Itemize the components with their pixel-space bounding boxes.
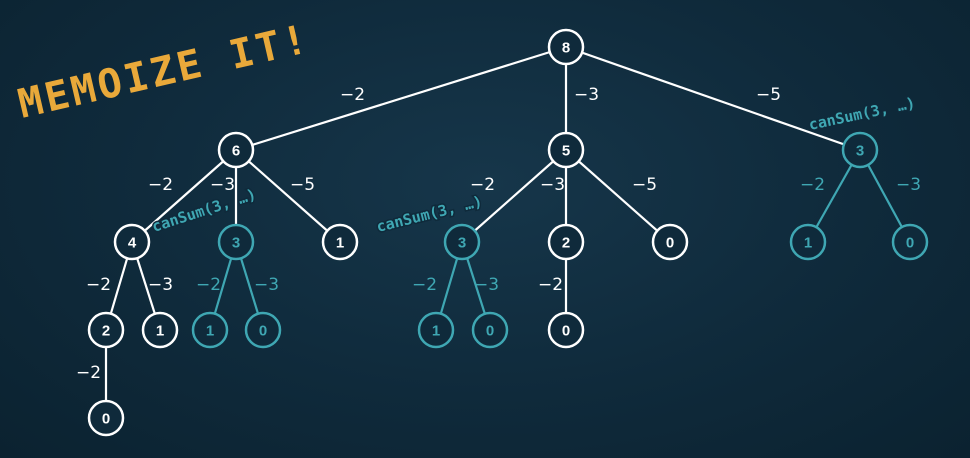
node-value: 1: [336, 235, 344, 252]
edge-label: −3: [540, 175, 565, 195]
edge-label: −2: [76, 363, 101, 383]
node-value: 1: [156, 323, 164, 340]
tree-edge: [461, 149, 567, 243]
tree-node: 4: [113, 223, 151, 261]
node-circle: [244, 311, 282, 349]
node-value: 8: [562, 40, 570, 57]
node-circle: [321, 223, 359, 261]
edge-label: −2: [196, 275, 221, 295]
edge-label: −3: [254, 275, 279, 295]
tree-node: 5: [547, 131, 585, 169]
edge-label: −2: [412, 275, 437, 295]
tree-edge: [235, 149, 341, 243]
tree-node: 0: [547, 311, 585, 349]
node-value: 3: [458, 235, 466, 252]
node-circle: [217, 131, 255, 169]
edge-label: −2: [800, 175, 825, 195]
tree-edge: [565, 45, 861, 152]
memoize-title: MEMOIZE IT!: [14, 16, 315, 128]
node-circle: [443, 223, 481, 261]
tree-node: 1: [417, 311, 455, 349]
tree-node: 1: [191, 311, 229, 349]
node-value: 1: [206, 323, 214, 340]
memo-labels-layer: canSum(3, …)canSum(3, …)canSum(3, …): [148, 92, 918, 237]
tree-node: 3: [217, 223, 255, 261]
node-value: 0: [486, 323, 494, 340]
tree-node: 0: [87, 399, 125, 437]
node-value: 1: [432, 323, 440, 340]
edge-labels-layer: −2 −3 −5 −2 −3 −5 −2 −3 −5 −2 −3 −2 −3 −2 −3 −2 −3 −2 −2: [76, 85, 921, 383]
node-circle: [87, 399, 125, 437]
edge-label: −3: [896, 175, 921, 195]
tree-node: 2: [547, 223, 585, 261]
edge-label: −5: [290, 175, 315, 195]
tree-node: 6: [217, 131, 255, 169]
node-circle: [141, 311, 179, 349]
edge-label: −5: [632, 175, 657, 195]
node-value: 1: [804, 235, 812, 252]
tree-node: 0: [891, 223, 929, 261]
tree-node: 3: [841, 131, 879, 169]
tree-node: 3: [443, 223, 481, 261]
node-circle: [651, 223, 689, 261]
edge-label: −3: [148, 275, 173, 295]
node-value: 3: [856, 143, 864, 160]
tree-edge: [565, 149, 671, 243]
memo-label: canSum(3, …): [807, 94, 917, 134]
nodes-layer: 8 6 5 3 4 3 1 3 2 0 1 0 2 1 1 0 1 0 0 0: [87, 28, 929, 437]
tree-node: 0: [651, 223, 689, 261]
tree-node: 2: [87, 311, 125, 349]
edge-label: −2: [86, 275, 111, 295]
node-value: 0: [259, 323, 267, 340]
tree-node: 1: [789, 223, 827, 261]
edge-label: −3: [474, 275, 499, 295]
tree-node: 1: [141, 311, 179, 349]
node-circle: [471, 311, 509, 349]
node-circle: [417, 311, 455, 349]
tree-edge: [131, 149, 237, 243]
node-circle: [547, 311, 585, 349]
node-circle: [547, 223, 585, 261]
node-value: 3: [232, 235, 240, 252]
node-circle: [87, 311, 125, 349]
node-circle: [891, 223, 929, 261]
node-circle: [789, 223, 827, 261]
tree-node: 1: [321, 223, 359, 261]
tree-node: 0: [244, 311, 282, 349]
node-value: 0: [562, 323, 570, 340]
node-circle: [113, 223, 151, 261]
edge-label: −3: [210, 175, 235, 195]
tree-edge: [235, 45, 567, 152]
node-circle: [191, 311, 229, 349]
node-value: 0: [102, 411, 110, 428]
edge-label: −3: [574, 85, 599, 105]
node-value: 2: [102, 323, 110, 340]
node-circle: [841, 131, 879, 169]
node-value: 0: [666, 235, 674, 252]
node-value: 2: [562, 235, 570, 252]
edge-label: −2: [340, 85, 365, 105]
node-circle: [547, 131, 585, 169]
tree-node: 8: [547, 28, 585, 66]
edge-label: −5: [756, 85, 781, 105]
node-value: 4: [128, 235, 137, 252]
edge-label: −2: [148, 175, 173, 195]
node-circle: [547, 28, 585, 66]
node-circle: [217, 223, 255, 261]
edge-label: −2: [470, 175, 495, 195]
node-value: 5: [562, 143, 570, 160]
node-value: 0: [906, 235, 914, 252]
node-value: 6: [232, 143, 240, 160]
tree-node: 0: [471, 311, 509, 349]
edge-label: −2: [538, 275, 563, 295]
